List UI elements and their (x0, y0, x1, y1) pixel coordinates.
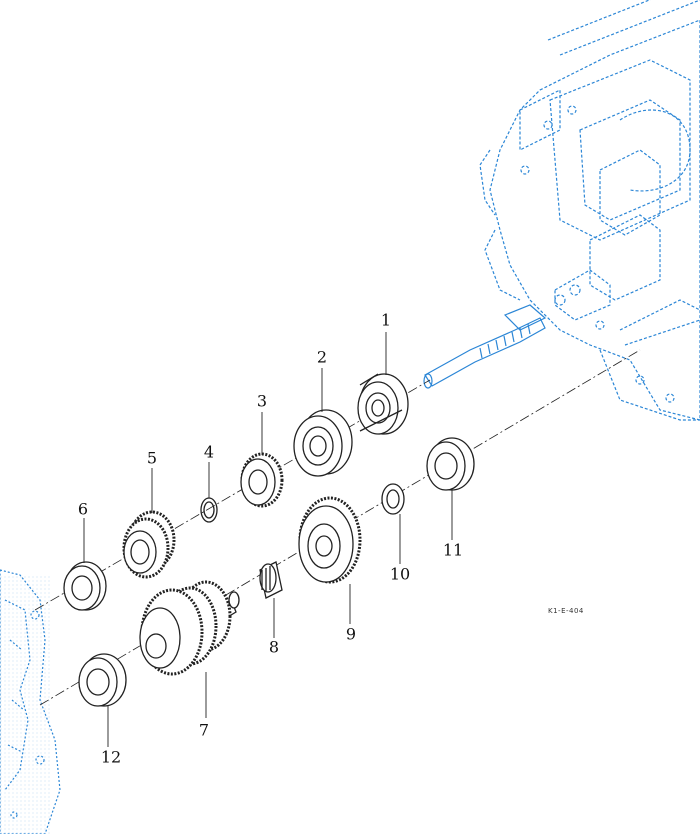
part-9-large-gear (298, 496, 362, 584)
transmission-housing-right (479, 0, 700, 421)
callout-10: 10 (389, 564, 411, 584)
left-housing-shading (0, 575, 50, 834)
part-4-snap-ring (200, 497, 218, 523)
part-6-bearing (63, 561, 107, 611)
callout-4: 4 (203, 442, 215, 462)
part-3-gear (240, 452, 284, 508)
leader-lines (83, 332, 453, 747)
part-5-double-gear (122, 510, 176, 579)
part-10-washer (381, 483, 405, 515)
callout-6: 6 (77, 499, 89, 519)
callout-5: 5 (146, 448, 158, 468)
callout-9: 9 (345, 624, 357, 644)
main-shaft (423, 304, 547, 389)
part-1-bearing (357, 373, 409, 435)
callout-8: 8 (268, 637, 280, 657)
callout-11: 11 (442, 540, 464, 560)
callout-12: 12 (100, 747, 122, 767)
callout-1: 1 (380, 310, 392, 330)
part-8-needle-bearing (259, 561, 283, 599)
part-11-bearing (426, 437, 475, 491)
part-7-countershaft-cluster (139, 580, 240, 676)
part-12-bearing (78, 653, 127, 707)
callout-7: 7 (198, 720, 210, 740)
callout-3: 3 (256, 391, 268, 411)
callout-2: 2 (316, 347, 328, 367)
part-2-bearing (293, 409, 353, 477)
drawing-code: K1-E-404 (548, 607, 584, 615)
